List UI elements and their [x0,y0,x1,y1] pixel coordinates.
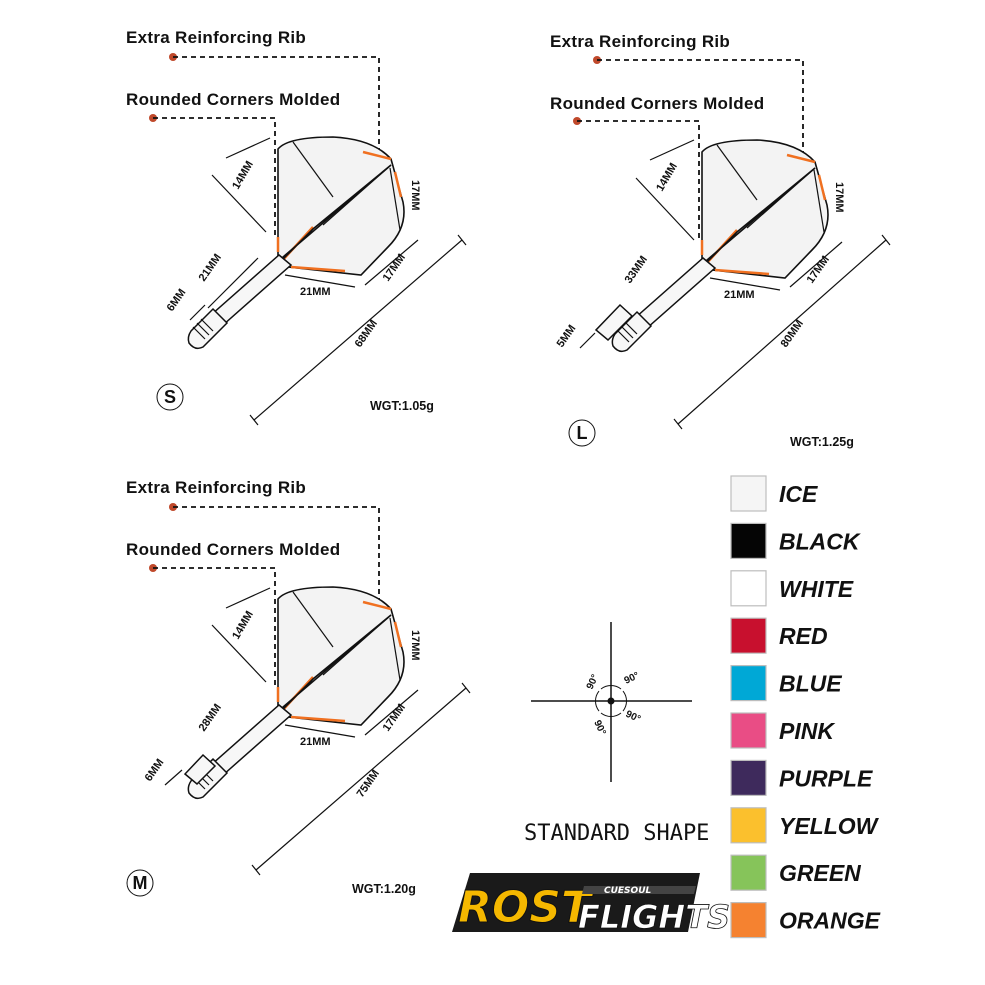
rib-label: Extra Reinforcing Rib [126,28,306,47]
dim-flight-w: 21MM [300,286,331,298]
dim-top: 14MM [230,159,256,191]
logo-sub: FLIGHTS [578,898,730,936]
corners-label: Rounded Corners Molded [550,94,764,113]
variant-l: Extra Reinforcing Rib Rounded Corners Mo… [550,32,891,449]
dim-stem: 21MM [197,252,224,284]
rib-label: Extra Reinforcing Rib [550,32,730,51]
size-badge [126,869,154,897]
dim-flight-w: 21MM [724,289,755,301]
logo-brand: CUESOUL [604,886,652,896]
angle-label: 90° [623,670,641,686]
brand-logo: ROST CUESOUL FLIGHTS [452,873,730,936]
dim-flight-side: 17MM [805,254,832,286]
dim-top: 14MM [654,161,680,193]
dim-total: 75MM [355,768,382,800]
size-letter: M [133,873,148,893]
size-letter: L [577,423,588,443]
standard-shape-label: STANDARD SHAPE [524,821,709,846]
angle-label: 90° [585,673,601,691]
dim-flight-h: 17MM [833,182,845,213]
dim-top: 14MM [230,609,256,641]
dim-flight-h: 17MM [409,630,421,661]
dim-stem: 28MM [197,702,224,734]
dim-flight-w: 21MM [300,736,331,748]
dim-total: 68MM [353,318,380,350]
size-badge [568,419,596,447]
corners-label: Rounded Corners Molded [126,540,340,559]
angle-label: 90° [591,719,607,737]
weight-label: WGT:1.05g [370,399,434,413]
standard-shape-diagram: 90° 90° 90° 90° STANDARD SHAPE [524,622,709,846]
variant-s: Extra Reinforcing Rib Rounded Corners Mo… [126,28,467,426]
dim-tip: 5MM [555,323,579,350]
size-letter: S [164,387,176,407]
variant-m: Extra Reinforcing Rib Rounded Corners Mo… [126,478,471,897]
weight-label: WGT:1.25g [790,435,854,449]
logo-main: ROST [458,882,594,933]
rib-label: Extra Reinforcing Rib [126,478,306,497]
dim-stem: 33MM [623,254,650,286]
dim-tip: 6MM [165,287,189,314]
corners-label: Rounded Corners Molded [126,90,340,109]
dim-total: 80MM [779,318,806,350]
dim-flight-h: 17MM [409,180,421,211]
angle-label: 90° [624,709,642,725]
size-badge [156,383,184,411]
weight-label: WGT:1.20g [352,882,416,896]
dim-tip: 6MM [143,757,167,784]
